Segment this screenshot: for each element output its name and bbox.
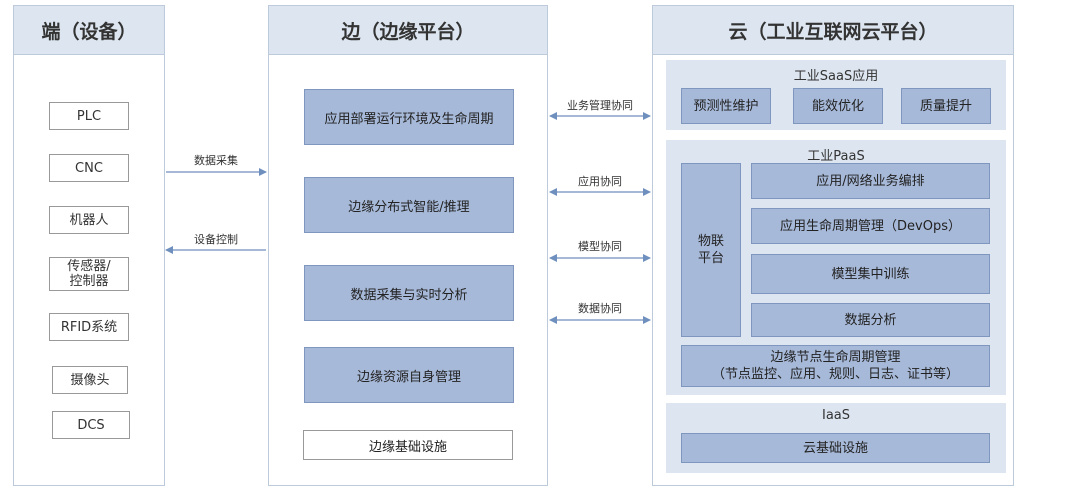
device-rfid: RFID系统 (49, 313, 129, 341)
edge-resource-management: 边缘资源自身管理 (304, 347, 514, 403)
device-robot: 机器人 (49, 206, 129, 234)
paas-title: 工业PaaS (807, 149, 865, 164)
device-camera: 摄像头 (52, 366, 128, 394)
cloud-infrastructure: 云基础设施 (681, 433, 990, 463)
iot-platform: 物联 平台 (681, 163, 741, 337)
edge-app-runtime: 应用部署运行环境及生命周期 (304, 89, 514, 145)
saas-energy-optimization: 能效优化 (793, 88, 883, 124)
device-plc: PLC (49, 102, 129, 130)
edge-distributed-intelligence: 边缘分布式智能/推理 (304, 177, 514, 233)
edge-data-analysis: 数据采集与实时分析 (304, 265, 514, 321)
app-sync-label: 应用协同 (578, 175, 622, 188)
saas-predictive-maintenance: 预测性维护 (681, 88, 771, 124)
paas-devops: 应用生命周期管理（DevOps） (751, 208, 990, 244)
edge-node-lifecycle: 边缘节点生命周期管理 （节点监控、应用、规则、日志、证书等） (681, 345, 990, 387)
business-sync-label: 业务管理协同 (567, 99, 633, 112)
paas-orchestration: 应用/网络业务编排 (751, 163, 990, 199)
device-control-label: 设备控制 (194, 233, 238, 246)
data-sync-label: 数据协同 (578, 302, 622, 315)
device-sensor-controller: 传感器/ 控制器 (49, 257, 129, 291)
edge-header: 边（边缘平台） (268, 5, 548, 55)
device-cnc: CNC (49, 154, 129, 182)
iaas-title: IaaS (821, 408, 851, 423)
cloud-header: 云（工业互联网云平台） (652, 5, 1014, 55)
device-dcs: DCS (52, 411, 130, 439)
edge-infrastructure: 边缘基础设施 (303, 430, 513, 460)
model-sync-label: 模型协同 (578, 240, 622, 253)
device-header: 端（设备） (13, 5, 165, 55)
saas-quality-improvement: 质量提升 (901, 88, 991, 124)
saas-title: 工业SaaS应用 (793, 69, 879, 84)
data-collection-label: 数据采集 (194, 154, 238, 167)
paas-data-analysis: 数据分析 (751, 303, 990, 337)
paas-model-training: 模型集中训练 (751, 254, 990, 294)
